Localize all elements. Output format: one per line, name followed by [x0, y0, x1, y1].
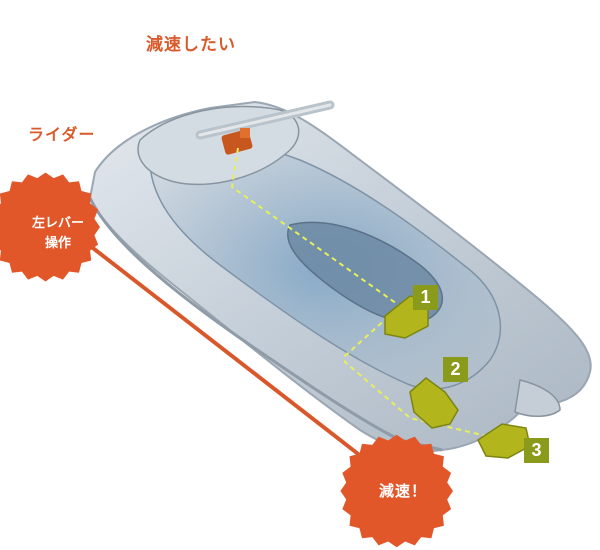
lever-burst-line2: 操作: [44, 236, 71, 251]
signal-path: [230, 147, 496, 439]
left-lever: [221, 128, 253, 155]
component-2-unit: [409, 377, 459, 429]
diagram-title: 減速したい: [146, 35, 236, 55]
component-2-badge: 2: [443, 357, 468, 382]
connector-line: [78, 236, 404, 490]
seat: [287, 221, 444, 323]
lever-burst-line1: 左レバー: [31, 216, 84, 231]
hull-chine: [88, 197, 443, 452]
decel-burst-text: 減速！: [378, 482, 427, 500]
component-3-badge: 3: [524, 438, 549, 463]
stern: [514, 379, 561, 417]
lever-burst-text: 左レバー 操作: [26, 214, 90, 254]
rider-label: ライダー: [28, 125, 96, 144]
lever-burst: [0, 172, 100, 282]
component-1-badge: 1: [413, 285, 438, 310]
decel-burst: [340, 434, 453, 548]
